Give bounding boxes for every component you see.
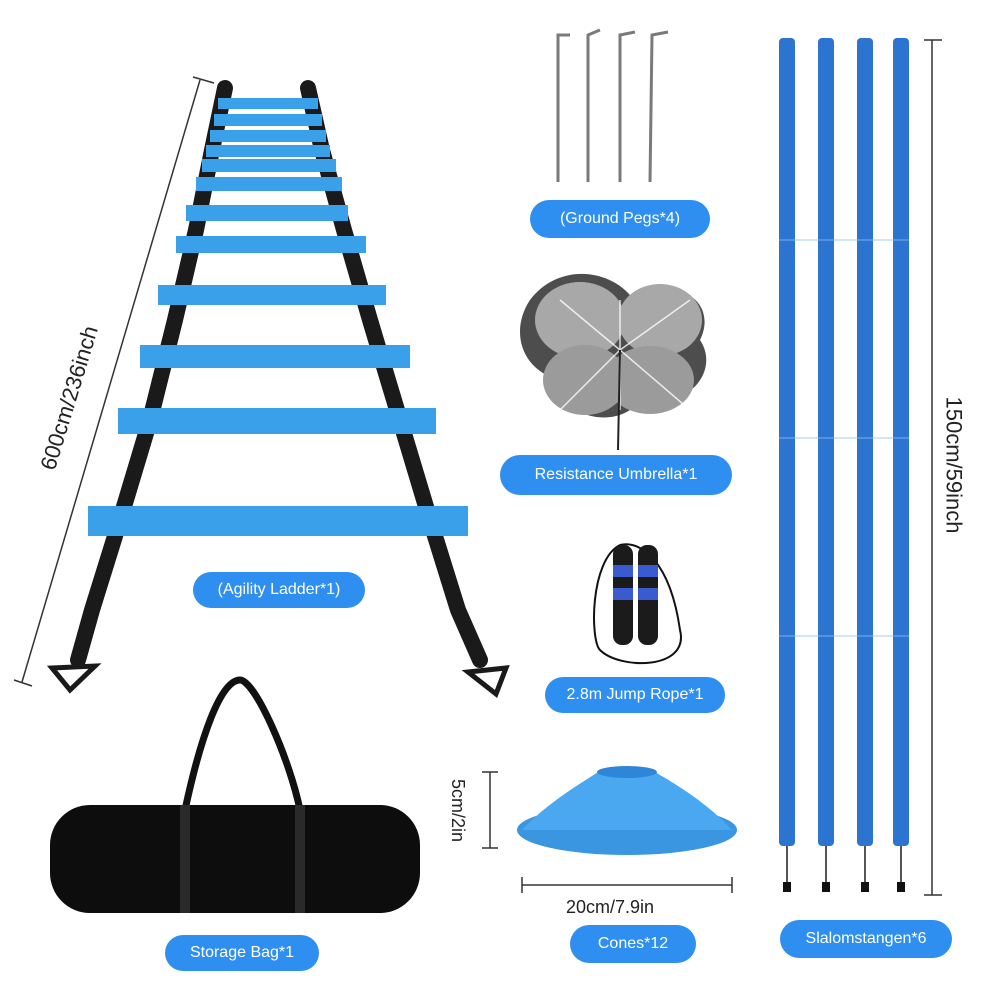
cone-width-dimension bbox=[521, 877, 733, 893]
pole-height-label: 150cm/59inch bbox=[941, 396, 967, 534]
pole bbox=[779, 38, 795, 892]
slalom-poles bbox=[779, 38, 909, 892]
cones-label: Cones*12 bbox=[570, 925, 696, 963]
cone-height-dimension bbox=[482, 771, 498, 849]
ground-pegs-label: (Ground Pegs*4) bbox=[530, 200, 710, 238]
cone bbox=[517, 766, 737, 855]
agility-ladder bbox=[46, 80, 510, 699]
pole-height-dimension bbox=[924, 39, 942, 896]
poles-label: Slalomstangen*6 bbox=[780, 920, 952, 958]
cone-height-label: 5cm/2in bbox=[448, 778, 469, 843]
jump-rope bbox=[593, 543, 682, 665]
storage-bag-label: Storage Bag*1 bbox=[165, 935, 319, 971]
ground-pegs bbox=[556, 28, 669, 183]
resistance-umbrella-label: Resistance Umbrella*1 bbox=[500, 455, 732, 495]
resistance-umbrella bbox=[520, 273, 707, 451]
pole bbox=[893, 38, 909, 892]
cone-width-label: 20cm/7.9in bbox=[566, 897, 655, 917]
pole bbox=[818, 38, 834, 892]
jump-rope-label: 2.8m Jump Rope*1 bbox=[545, 677, 725, 713]
agility-ladder-label: (Agility Ladder*1) bbox=[193, 572, 365, 608]
ladder-dimension-line bbox=[13, 76, 215, 687]
pole bbox=[857, 38, 873, 892]
storage-bag bbox=[50, 676, 420, 913]
